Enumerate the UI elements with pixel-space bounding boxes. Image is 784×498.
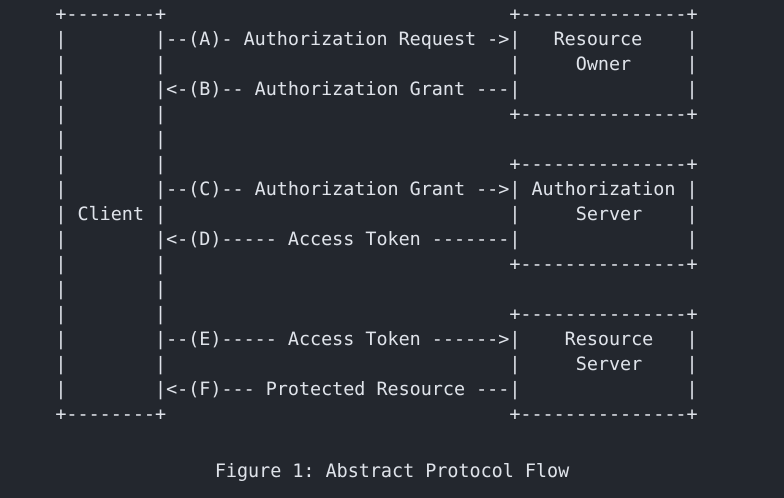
ascii-protocol-flow-diagram: +--------+ +---------------+ | |--(A)- A… (55, 4, 698, 425)
figure-caption: Figure 1: Abstract Protocol Flow (214, 461, 570, 482)
